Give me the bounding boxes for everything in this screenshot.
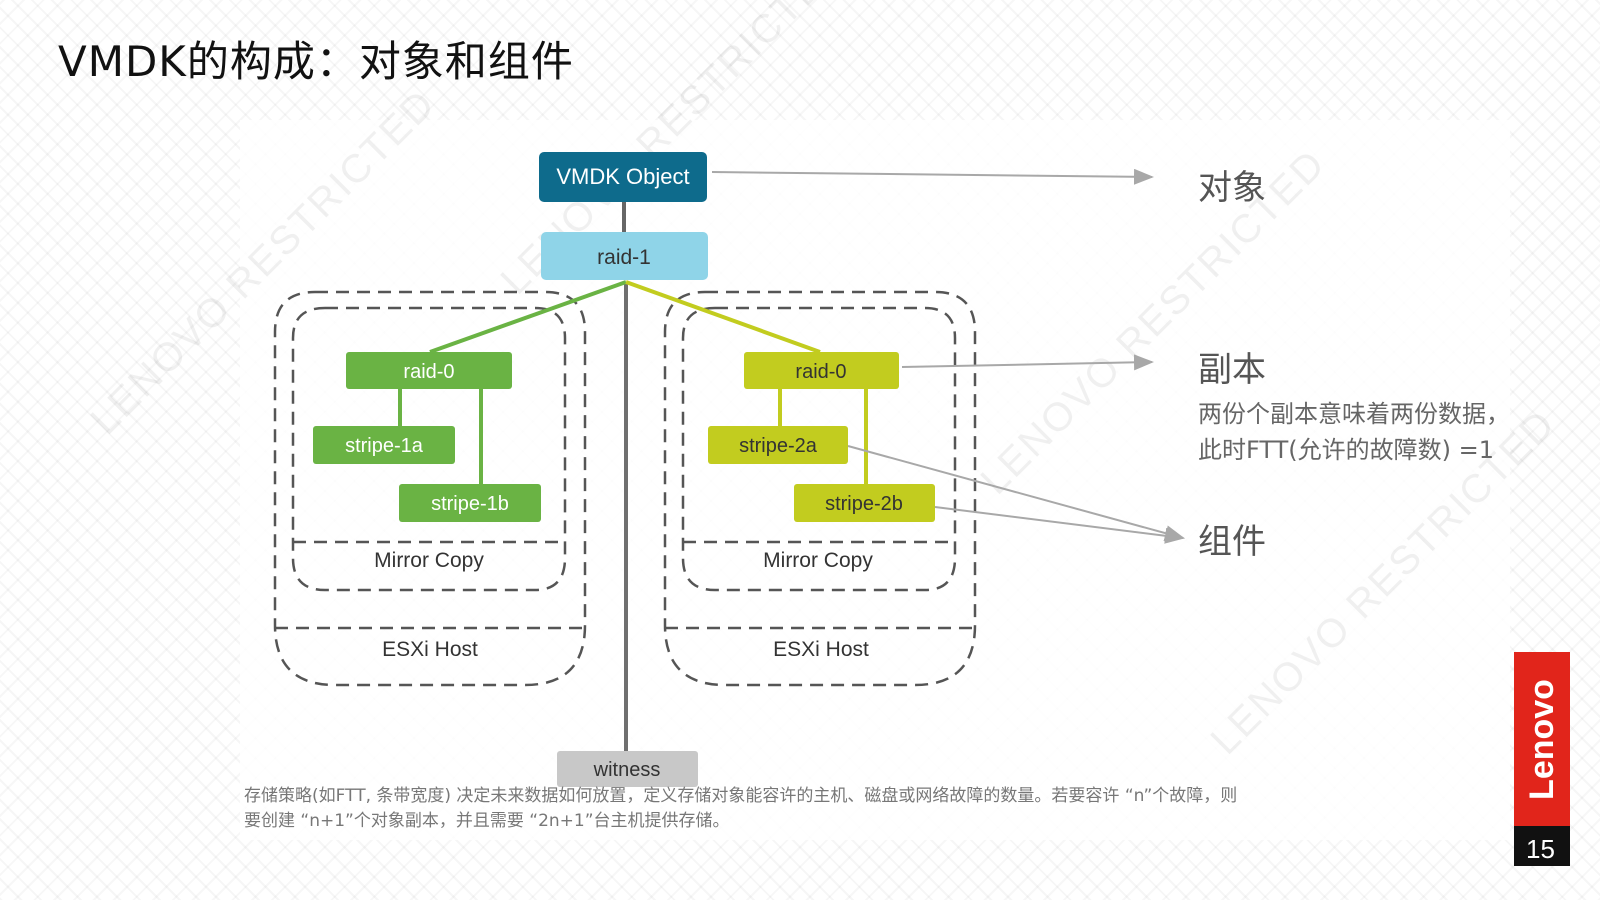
- annotation-object: 对象: [1198, 168, 1266, 208]
- annotation-replica-desc: 两份个副本意味着两份数据， 此时FTT(允许的故障数) =1: [1198, 396, 1510, 468]
- footnote: 存储策略(如FTT, 条带宽度) 决定未来数据如何放置，定义存储对象能容许的主机…: [244, 784, 1404, 834]
- left-mirror-border: [291, 306, 567, 592]
- annotation-component: 组件: [1198, 522, 1266, 562]
- stripe-2b-node: [794, 484, 935, 522]
- page-number-box: [1514, 826, 1570, 866]
- left-mirror-copy-label: Mirror Copy: [374, 549, 484, 572]
- content-panel: [240, 120, 1510, 840]
- left-raid0-label: raid-0: [403, 361, 454, 383]
- stripe-1b-label: stripe-1b: [431, 493, 509, 515]
- footnote-line-2: 要创建 “n+1”个对象副本，并且需要 “2n+1”台主机提供存储。: [244, 811, 730, 831]
- lenovo-logo: Lenovo: [1514, 652, 1570, 826]
- stripe-1b-node: [399, 484, 541, 522]
- arrow-replica: [901, 354, 1154, 371]
- stripe-1a-node: [313, 426, 455, 464]
- witness-node: [557, 751, 698, 787]
- raid1-label: raid-1: [597, 246, 651, 269]
- replica-desc-line-1: 两份个副本意味着两份数据，: [1198, 400, 1510, 428]
- vmdk-object-label: VMDK Object: [556, 164, 689, 189]
- arrow-component-2: [934, 506, 1185, 544]
- lenovo-logo-text: Lenovo: [1522, 678, 1561, 800]
- right-raid0-node: [744, 352, 899, 389]
- link-raid1-right-raid0: [625, 280, 821, 354]
- left-raid0-node: [346, 352, 512, 389]
- arrow-component-1: [847, 445, 1185, 541]
- left-host-border: [273, 290, 587, 687]
- right-host-border: [663, 290, 977, 687]
- right-mirror-border: [681, 306, 957, 592]
- right-mirror-copy-label: Mirror Copy: [763, 549, 873, 572]
- footnote-line-1: 存储策略(如FTT, 条带宽度) 决定未来数据如何放置，定义存储对象能容许的主机…: [244, 786, 1238, 806]
- vmdk-object-node: [539, 152, 707, 202]
- stripe-1a-label: stripe-1a: [345, 435, 424, 457]
- annotation-replica: 副本: [1198, 350, 1266, 390]
- stripe-2a-node: [708, 426, 848, 464]
- replica-desc-line-2: 此时FTT(允许的故障数) =1: [1198, 436, 1495, 464]
- right-esxi-host-label: ESXi Host: [773, 638, 869, 661]
- stripe-2a-label: stripe-2a: [739, 435, 818, 457]
- raid1-node: [541, 232, 708, 280]
- page-number: 15: [1526, 834, 1555, 864]
- arrow-object: [711, 168, 1154, 185]
- right-raid0-label: raid-0: [795, 361, 846, 383]
- left-esxi-host-label: ESXi Host: [382, 638, 478, 661]
- witness-label: witness: [593, 759, 661, 781]
- stripe-2b-label: stripe-2b: [825, 493, 903, 515]
- link-raid1-left-raid0: [429, 280, 627, 354]
- page-title: VMDK的构成：对象和组件: [58, 37, 574, 86]
